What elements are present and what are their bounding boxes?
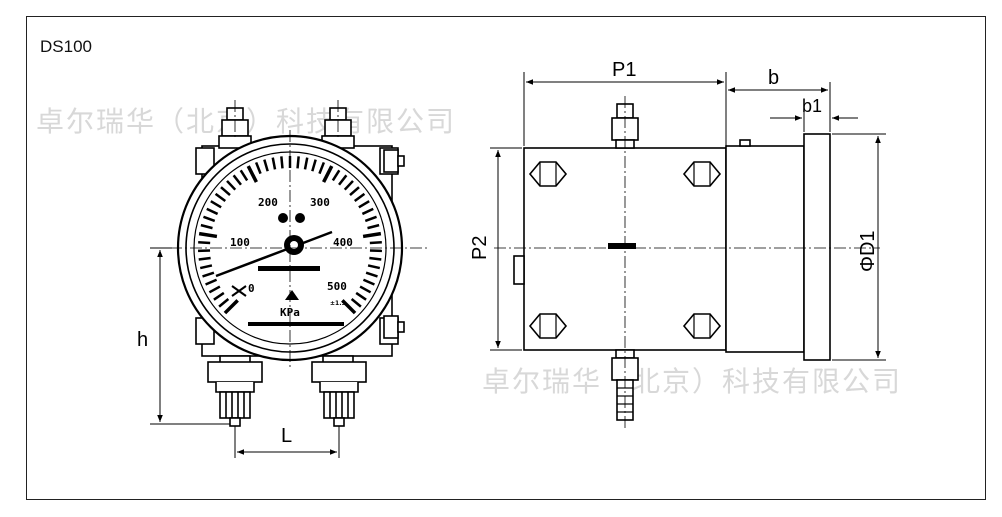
scale-tick — [331, 169, 341, 182]
scale-tick — [198, 240, 211, 245]
dim-h — [150, 247, 230, 425]
scale-100: 100 — [230, 236, 250, 249]
center-mark — [608, 243, 636, 249]
scale-tick — [208, 285, 221, 294]
gauge-face: 0 100 200 300 400 500 KPa ±1.5 — [215, 196, 353, 326]
scale-300: 300 — [310, 196, 330, 209]
scale-tick — [318, 162, 326, 175]
scale-tick — [206, 207, 219, 216]
dim-b — [728, 82, 831, 132]
scale-200: 200 — [258, 196, 278, 209]
scale-tick — [198, 256, 211, 261]
scale-0: 0 — [248, 282, 255, 295]
gauge-dot-left — [278, 213, 288, 223]
scale-tick — [226, 180, 237, 191]
scale-tick — [220, 186, 231, 197]
scale-tick — [239, 169, 249, 182]
scale-tick — [232, 174, 242, 186]
scale-tick — [280, 156, 284, 169]
scale-tick — [303, 157, 309, 170]
dim-L — [234, 426, 340, 458]
scale-tick — [353, 192, 366, 202]
scale-tick — [271, 157, 277, 170]
front-centerlines — [150, 100, 430, 370]
dim-b-label: b — [768, 67, 779, 89]
scale-tick — [311, 159, 317, 172]
dim-h-label: h — [137, 329, 148, 351]
scale-tick — [358, 200, 370, 209]
scale-tick — [199, 264, 213, 270]
drawing-frame — [26, 16, 986, 500]
dim-P1-label: P1 — [612, 59, 636, 81]
scale-tick — [254, 162, 262, 175]
front-view — [176, 107, 405, 427]
scale-tick — [203, 215, 216, 223]
watermark-bottom: 卓尔瑞华（北京）科技有限公司 — [482, 365, 903, 398]
dim-P1 — [523, 72, 727, 146]
gauge-caption-line — [258, 266, 320, 271]
scale-500: 500 — [327, 280, 347, 293]
scale-tick — [355, 291, 367, 301]
scale-tick — [362, 231, 382, 239]
scale-tick — [361, 207, 374, 216]
needle-main — [215, 246, 291, 278]
gauge-cross — [231, 285, 247, 297]
scale-tick — [296, 156, 300, 169]
dim-b1-label: b1 — [802, 96, 822, 116]
side-centerlines — [494, 96, 880, 430]
scale-tick — [367, 264, 381, 270]
scale-tick — [365, 271, 378, 278]
scale-tick — [369, 256, 382, 261]
scale-tick — [205, 278, 218, 286]
gauge-dot-right — [295, 213, 305, 223]
accuracy-class: ±1.5 — [330, 300, 346, 307]
model-label: DS100 — [40, 37, 92, 56]
scale-400: 400 — [333, 236, 353, 249]
dim-P2-label: P2 — [469, 236, 491, 260]
scale-tick — [202, 271, 215, 278]
scale-tick — [369, 240, 382, 245]
scale-tick — [218, 298, 230, 308]
scale-tick — [338, 174, 348, 186]
scale-tick — [213, 291, 225, 301]
scale-tick — [362, 278, 375, 286]
scale-tick — [367, 223, 380, 230]
scale-tick — [223, 299, 239, 315]
scale-tick — [364, 215, 377, 223]
scale-tick — [350, 298, 362, 308]
scale-tick — [359, 285, 372, 294]
scale-tick — [246, 165, 258, 183]
dim-D1-label: ΦD1 — [857, 230, 879, 272]
gauge-maker-line — [248, 322, 344, 326]
scale-tick — [263, 159, 269, 172]
gauge-scale-ticks — [198, 156, 382, 315]
scale-tick — [198, 231, 218, 239]
dim-L-label: L — [281, 425, 292, 447]
scale-tick — [210, 200, 222, 209]
gauge-symbol — [285, 290, 299, 300]
scale-tick — [341, 299, 357, 315]
scale-tick — [322, 165, 334, 183]
dim-D1 — [832, 133, 886, 361]
scale-tick — [343, 180, 354, 191]
scale-tick — [214, 192, 227, 202]
dim-P2 — [490, 147, 522, 351]
dim-b1 — [770, 112, 858, 132]
scale-tick — [349, 186, 360, 197]
scale-tick — [200, 223, 213, 230]
side-view — [513, 103, 831, 421]
